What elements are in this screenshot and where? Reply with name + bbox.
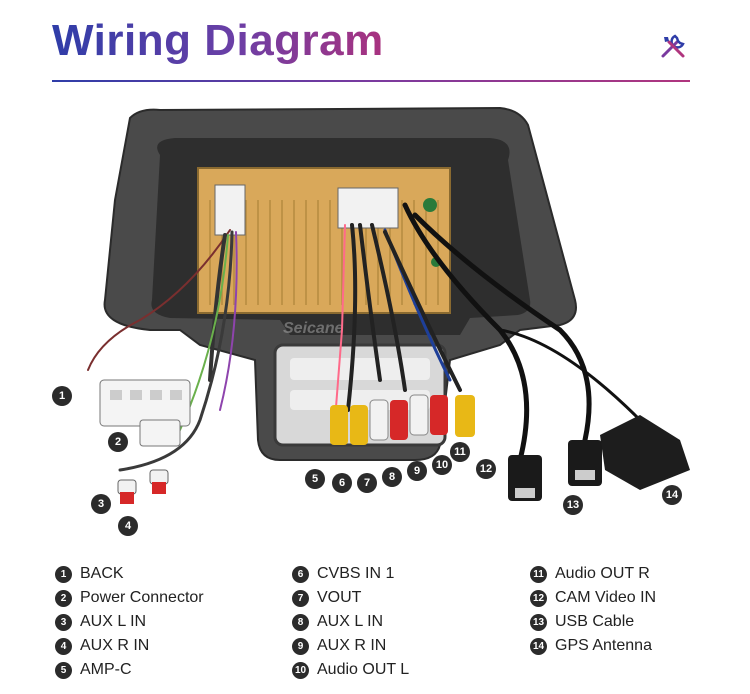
marker-8: 8 <box>382 467 402 487</box>
legend-column-1: 1 BACK 2 Power Connector 3 AUX L IN 4 AUX R … <box>55 562 204 682</box>
legend-label: Audio OUT L <box>317 661 410 678</box>
legend-label: AUX R IN <box>317 637 387 654</box>
marker-3: 3 <box>91 494 111 514</box>
marker-14: 14 <box>662 485 682 505</box>
page-title: Wiring Diagram <box>52 16 384 65</box>
cable-harness <box>87 202 642 472</box>
legend-number: 3 <box>55 613 72 631</box>
legend-number: 7 <box>292 589 309 607</box>
legend-number: 12 <box>530 589 547 607</box>
title-divider <box>52 80 690 82</box>
legend-item: 8 AUX L IN <box>292 610 409 634</box>
legend-number: 14 <box>530 637 547 655</box>
legend-item: 6 CVBS IN 1 <box>292 562 409 586</box>
legend-label: CVBS IN 1 <box>317 565 395 582</box>
marker-10: 10 <box>432 455 452 475</box>
legend-item: 1 BACK <box>55 562 204 586</box>
legend-label: GPS Antenna <box>555 637 652 654</box>
legend-item: 10 Audio OUT L <box>292 658 409 682</box>
marker-12: 12 <box>476 459 496 479</box>
legend-number: 5 <box>55 661 72 679</box>
legend-label: USB Cable <box>555 613 635 630</box>
marker-2: 2 <box>108 432 128 452</box>
legend-label: AUX L IN <box>317 613 384 630</box>
legend-label: Power Connector <box>80 589 204 606</box>
legend-label: BACK <box>80 565 124 582</box>
marker-6: 6 <box>332 473 352 493</box>
power-connector <box>99 379 191 447</box>
legend-item: 5 AMP-C <box>55 658 204 682</box>
legend-number: 1 <box>55 565 72 583</box>
marker-11: 11 <box>450 442 470 462</box>
legend-number: 4 <box>55 637 72 655</box>
legend-column-2: 6 CVBS IN 1 7 VOUT 8 AUX L IN 9 AUX R IN 10 A… <box>292 562 409 682</box>
legend-item: 7 VOUT <box>292 586 409 610</box>
legend-item: 9 AUX R IN <box>292 634 409 658</box>
legend-item: 12 CAM Video IN <box>530 586 656 610</box>
legend-number: 2 <box>55 589 72 607</box>
legend-item: 4 AUX R IN <box>55 634 204 658</box>
legend-item: 11 Audio OUT R <box>530 562 656 586</box>
legend-label: AMP-C <box>80 661 132 678</box>
legend-label: AUX R IN <box>80 637 150 654</box>
legend-label: AUX L IN <box>80 613 147 630</box>
rca-row <box>330 394 475 445</box>
marker-4: 4 <box>118 516 138 536</box>
gps-antenna <box>600 415 690 490</box>
marker-9: 9 <box>407 461 427 481</box>
watermark: Seicane <box>283 320 344 337</box>
marker-7: 7 <box>357 473 377 493</box>
radio-unit: Seicane <box>197 167 451 337</box>
legend-number: 11 <box>530 565 547 583</box>
legend-label: CAM Video IN <box>555 589 657 606</box>
legend-label: Audio OUT R <box>555 565 650 582</box>
legend-item: 2 Power Connector <box>55 586 204 610</box>
legend-number: 10 <box>292 661 309 679</box>
usb-plugs <box>508 440 602 501</box>
legend-label: VOUT <box>317 589 362 606</box>
rca-pair-aux-front <box>117 469 169 504</box>
marker-5: 5 <box>305 469 325 489</box>
legend-number: 6 <box>292 565 309 583</box>
tools-icon <box>661 34 685 58</box>
legend-item: 13 USB Cable <box>530 610 656 634</box>
marker-1: 1 <box>52 386 72 406</box>
legend-column-3: 11 Audio OUT R 12 CAM Video IN 13 USB Cable… <box>530 562 656 658</box>
legend-number: 9 <box>292 637 309 655</box>
legend-item: 14 GPS Antenna <box>530 634 656 658</box>
marker-13: 13 <box>563 495 583 515</box>
legend-number: 8 <box>292 613 309 631</box>
legend-number: 13 <box>530 613 547 631</box>
legend-item: 3 AUX L IN <box>55 610 204 634</box>
